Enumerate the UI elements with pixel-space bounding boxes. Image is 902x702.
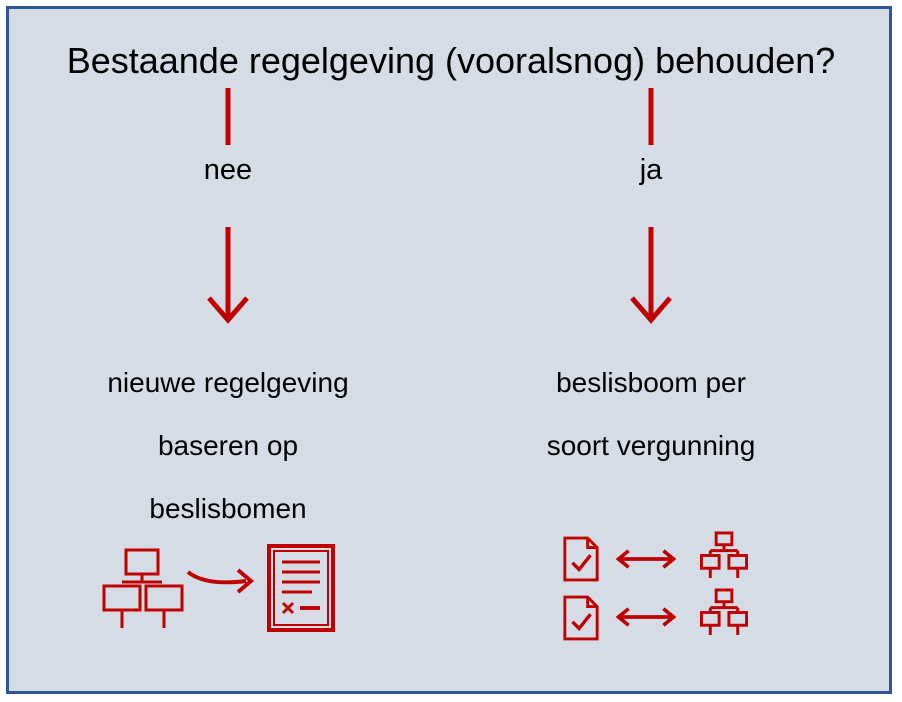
- decision-tree-icon: [102, 548, 184, 628]
- checked-document-icon: [563, 595, 599, 641]
- double-arrow-icon: [616, 606, 676, 628]
- answer-yes-label: ja: [639, 154, 663, 186]
- decision-tree-icon: [699, 588, 749, 637]
- arrow-down-no-icon: [207, 227, 249, 324]
- outcome-no-line-2: baseren op: [157, 430, 299, 461]
- double-arrow-icon: [616, 548, 676, 570]
- outcome-no-line-3: beslisbomen: [149, 493, 307, 524]
- outcome-yes-line-1: beslisboom per: [556, 367, 746, 398]
- curved-arrow-icon: [186, 568, 255, 594]
- decision-tree-icon: [699, 531, 749, 580]
- arrow-down-yes-icon: [630, 227, 672, 324]
- checked-document-icon: [563, 536, 599, 582]
- question-title: Bestaande regelgeving (vooralsnog) behou…: [66, 40, 836, 81]
- outcome-yes-line-2: soort vergunning: [546, 430, 756, 461]
- diagram-frame: [6, 6, 892, 694]
- answer-no-label: nee: [203, 154, 253, 186]
- regulation-document-icon: [267, 544, 335, 632]
- outcome-no-line-1: nieuwe regelgeving: [107, 367, 349, 398]
